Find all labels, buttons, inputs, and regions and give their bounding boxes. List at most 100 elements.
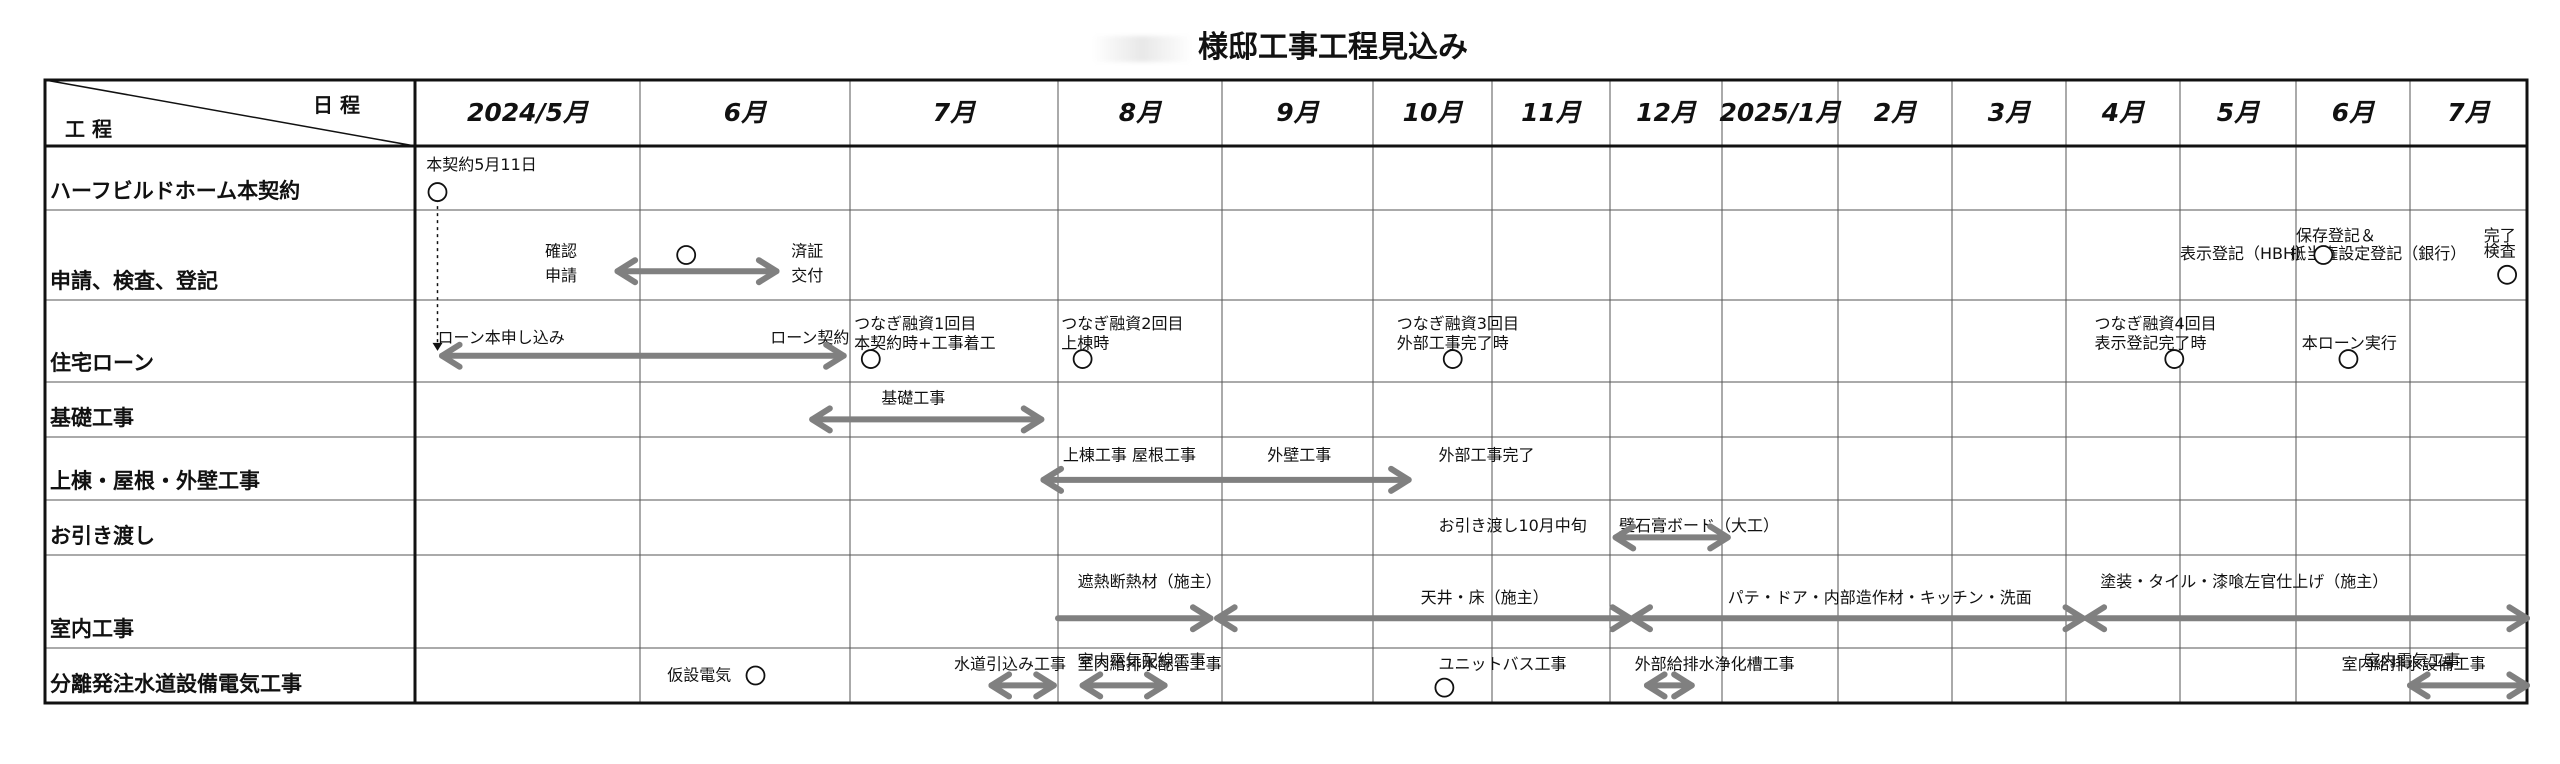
arrow-head-left	[988, 671, 1013, 700]
annotation-text: 外部給排水浄化槽工事	[1635, 654, 1795, 673]
month-header: 6月	[2332, 98, 2376, 127]
annotation-text: 室内給排水配管工事	[1078, 654, 1222, 673]
annotation-text: 天井・床（施主）	[1421, 588, 1549, 607]
arrow-head-right	[2506, 604, 2530, 633]
milestone-marker	[745, 665, 766, 686]
month-header: 8月	[1119, 98, 1163, 127]
redacted-name	[1092, 35, 1192, 62]
milestone-marker	[1442, 349, 1463, 369]
page-title: 様邸工事工程見込み	[0, 22, 2560, 66]
annotation-text: 外部工事完了時	[1397, 334, 1509, 353]
milestone-marker	[2497, 264, 2518, 285]
annotation-text: 表示登記完了時	[2095, 334, 2207, 353]
arrow-head-left	[809, 405, 833, 434]
arrow-head-right	[1671, 671, 1695, 700]
annotation-text: つなぎ融資2回目	[1061, 314, 1183, 333]
row-label: お引き渡し	[50, 524, 155, 548]
chart-border	[43, 78, 2529, 705]
annotation-text: 本契約5月11日	[426, 155, 537, 174]
arrow-head-right	[1189, 604, 1214, 633]
annotation-text: 完了	[2484, 226, 2516, 245]
arrow-head-right	[823, 341, 847, 370]
arrow-head-right	[1033, 671, 1057, 700]
annotation-text: 仮設電気	[667, 665, 731, 684]
arrow-head-right	[2062, 604, 2087, 633]
annotation-text: つなぎ融資1回目	[854, 314, 976, 333]
annotation-text: 本ローン実行	[2302, 334, 2397, 353]
arrow-head-right	[1144, 671, 1168, 700]
arrow-head-left	[2083, 604, 2108, 633]
annotation-text: ローン契約	[770, 328, 849, 347]
month-header: 7月	[933, 98, 977, 127]
row-label: 申請、検査、登記	[50, 269, 218, 293]
arrow-head-left	[614, 257, 639, 286]
milestone-marker	[2164, 349, 2185, 369]
arrow-head-left	[1612, 523, 1637, 552]
process-label: 工 程	[65, 117, 112, 141]
annotation-text: 申請	[545, 266, 577, 285]
annotation-text: 水道引込み工事	[954, 654, 1066, 673]
month-header: 7月	[2447, 98, 2491, 127]
annotation-text: 室内給排水設備工事	[2342, 654, 2486, 673]
annotation-text: 済証	[791, 242, 823, 261]
header-diagonal	[44, 79, 416, 147]
annotation-text: 上棟工事 屋根工事	[1063, 446, 1196, 465]
row-label: 室内工事	[50, 617, 134, 641]
month-header: 5月	[2217, 98, 2261, 127]
month-header: 2025/1月	[1719, 98, 1842, 127]
annotation-text: 室内電気工事	[2364, 651, 2460, 670]
arrow-head-left	[1079, 671, 1104, 700]
arrow-head-right	[1020, 405, 1045, 434]
connector-arrowhead	[432, 342, 443, 351]
arrow-head-right	[1388, 465, 1412, 494]
annotation-text: 壁石膏ボード（大工）	[1619, 516, 1779, 535]
milestone-marker	[2338, 349, 2359, 369]
month-header: 9月	[1276, 98, 1320, 127]
annotation-text: 外壁工事	[1267, 446, 1331, 465]
month-header: 6月	[724, 98, 768, 127]
annotation-text: 交付	[791, 266, 823, 285]
arrow-head-right	[1707, 523, 1731, 552]
annotation-text: つなぎ融資3回目	[1397, 314, 1519, 333]
month-header: 2024/5月	[467, 98, 590, 127]
annotation-text: 外部工事完了	[1438, 446, 1534, 465]
row-label: 住宅ローン	[50, 351, 154, 375]
arrow-head-left	[1643, 671, 1668, 700]
annotation-text: つなぎ融資4回目	[2095, 314, 2217, 333]
milestone-marker	[676, 245, 697, 265]
annotation-text: 検査	[2484, 242, 2516, 261]
arrow-head-left	[1629, 604, 1653, 633]
month-header: 10月	[1403, 98, 1465, 127]
schedule-label: 日 程	[313, 93, 360, 117]
annotation-text: お引き渡し10月中旬	[1438, 516, 1586, 535]
arrow-head-right	[755, 257, 780, 286]
arrow-head-left	[1214, 604, 1238, 633]
annotation-text: 抵当権設定登記（銀行）	[2290, 244, 2466, 263]
annotation-text: 室内電気配線工事	[1078, 651, 1206, 670]
row-label: 基礎工事	[50, 406, 134, 430]
month-header: 2月	[1874, 98, 1918, 127]
milestone-marker	[2313, 245, 2334, 265]
annotation-text: 本契約時+工事着工	[854, 334, 995, 353]
title-text: 様邸工事工程見込み	[1198, 30, 1468, 65]
annotation-text: 上棟時	[1061, 334, 1109, 353]
month-header: 11月	[1521, 98, 1583, 127]
row-label: ハーフビルドホーム本契約	[50, 179, 300, 203]
annotation-text: 基礎工事	[881, 388, 945, 407]
milestone-marker	[427, 182, 448, 202]
annotation-text: 保存登記＆	[2296, 226, 2376, 245]
arrow-head-left	[2407, 671, 2431, 700]
milestone-marker	[1434, 677, 1455, 698]
milestone-marker	[1072, 349, 1093, 369]
milestone-marker	[860, 349, 881, 369]
arrow-head-left	[1040, 465, 1065, 494]
annotation-text: 塗装・タイル・漆喰左官仕上げ（施主）	[2100, 572, 2388, 591]
month-header: 3月	[1988, 98, 2032, 127]
annotation-text: 遮熱断熱材（施主）	[1078, 572, 1222, 591]
annotation-text: ローン本申し込み	[438, 328, 565, 347]
row-label: 分離発注水道設備電気工事	[50, 672, 302, 696]
annotation-text: パテ・ドア・内部造作材・キッチン・洗面	[1728, 588, 2032, 607]
annotation-text: ユニットバス工事	[1438, 654, 1566, 673]
arrow-head-left	[439, 341, 463, 370]
